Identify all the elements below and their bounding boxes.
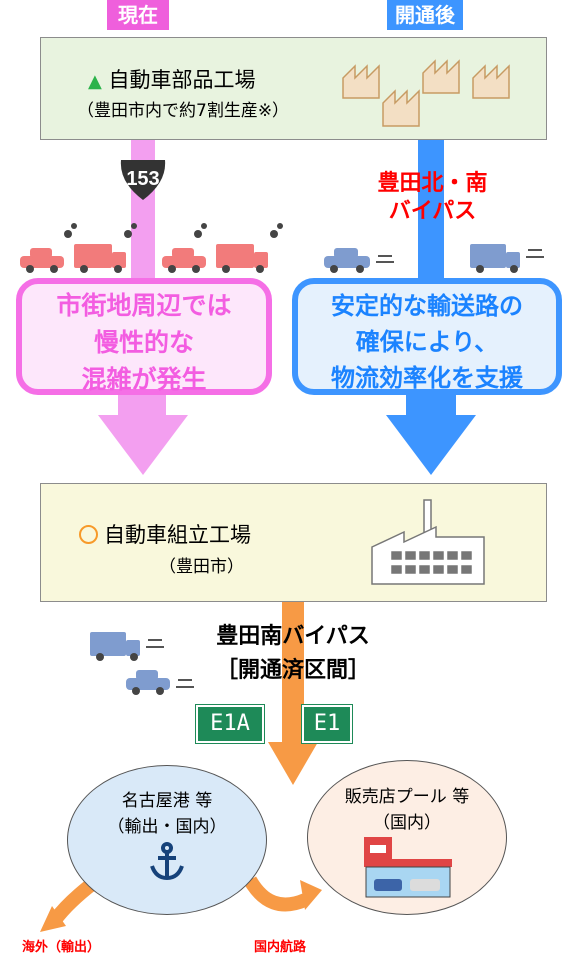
bypass-south-line1: 豊田南バイパス — [216, 624, 370, 649]
dealer-line2: （国内） — [373, 813, 441, 833]
dealer-shop-icon — [364, 837, 452, 898]
parts-plant-note: （豊田市内で約7割生産※） — [77, 101, 290, 121]
port-circle — [67, 765, 267, 915]
current-effect-line2: 慢性的な — [93, 328, 194, 357]
after-effect-line3: 物流効率化を支援 — [331, 364, 523, 392]
circle-icon — [79, 525, 98, 544]
bypass-ns-line1: 豊田北・南 — [377, 171, 488, 196]
route-153-number: 153 — [126, 168, 159, 190]
bypass-south-line2: ［開通済区間］ — [215, 658, 370, 683]
current-effect-line3: 混雑が発生 — [81, 365, 207, 394]
after-effect-box: 安定的な輸送路の 確保により、 物流効率化を支援 — [292, 278, 562, 395]
port-line1: 名古屋港 等 — [121, 791, 213, 811]
current-effect-line1: 市街地周辺では — [56, 291, 232, 320]
assembly-plant-name: 自動車組立工場 — [104, 523, 251, 547]
bypass-ns-line2: バイパス — [388, 199, 477, 224]
parts-plant-title: ▲ 自動車部品工場 — [88, 64, 256, 94]
parts-plant-name: 自動車部品工場 — [108, 68, 256, 92]
bypass-vehicles — [90, 632, 194, 695]
port-line2: （輸出・国内） — [107, 817, 227, 837]
assembly-plant-title: 自動車組立工場 — [79, 519, 251, 549]
after-tag: 開通後 — [387, 0, 463, 30]
triangle-icon: ▲ — [88, 71, 102, 92]
anchor-icon — [150, 842, 184, 881]
parts-plant-box: ▲ 自動車部品工場 （豊田市内で約7割生産※） — [40, 37, 547, 140]
assembly-plant-box: 自動車組立工場 （豊田市） — [40, 483, 547, 602]
after-effect-line2: 確保により、 — [355, 328, 499, 356]
dealer-line1: 販売店プール 等 — [344, 787, 470, 807]
current-effect-box: 市街地周辺では 慢性的な 混雑が発生 — [16, 278, 272, 395]
domestic-route-label: 国内航路 — [254, 940, 307, 955]
after-effect-line1: 安定的な輸送路の — [331, 292, 523, 320]
factory-building-icon — [371, 499, 485, 585]
current-tag: 現在 — [107, 0, 169, 30]
factory-icon — [342, 59, 510, 127]
congested-vehicles — [20, 223, 283, 273]
bypass-south-label: 豊田南バイパス ［開通済区間］ — [198, 620, 388, 688]
smooth-vehicles — [324, 244, 544, 273]
bypass-ns-label: 豊田北・南 バイパス — [370, 170, 495, 226]
overseas-label: 海外（輸出） — [22, 940, 101, 955]
route-153-badge: 153 — [120, 160, 166, 200]
e1a-sign: E1A — [195, 704, 265, 744]
assembly-plant-note: （豊田市） — [159, 557, 244, 577]
dealer-label: 販売店プール 等 （国内） — [307, 784, 507, 836]
port-label: 名古屋港 等 （輸出・国内） — [67, 788, 267, 840]
e1-sign: E1 — [301, 704, 353, 744]
